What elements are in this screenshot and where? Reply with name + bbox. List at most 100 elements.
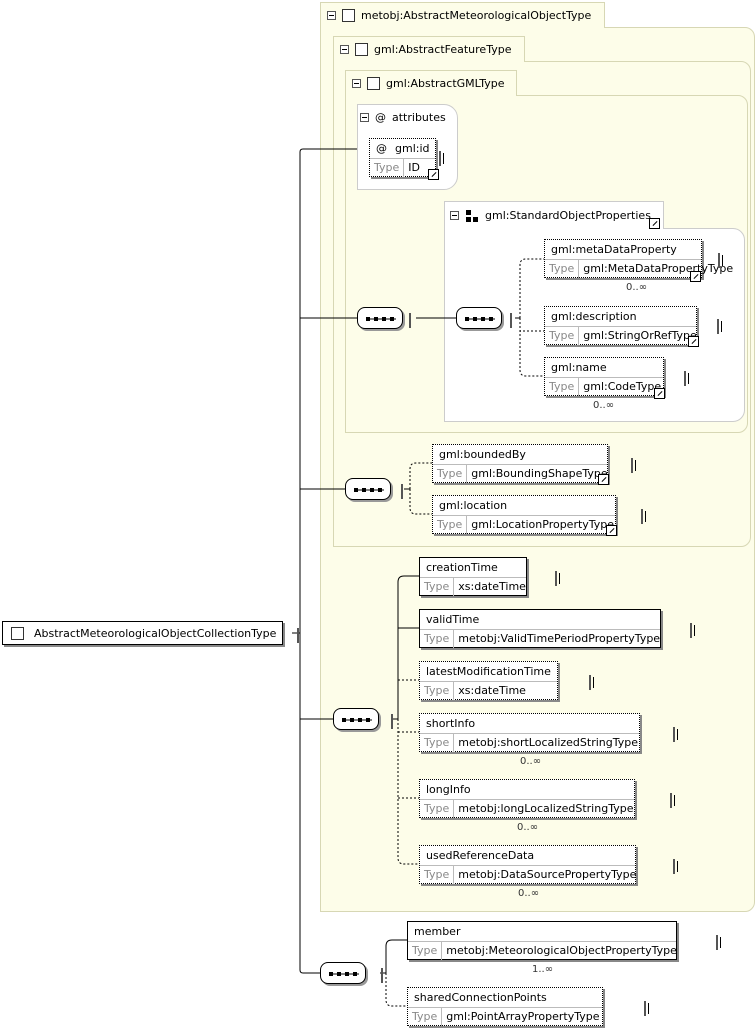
- gml-type-label: gml:AbstractGMLType: [386, 77, 505, 90]
- type-link-icon[interactable]: [606, 525, 617, 536]
- tab-feature-type[interactable]: gml:AbstractFeatureType: [333, 36, 525, 62]
- collapse-std-props-icon[interactable]: [450, 211, 459, 220]
- type-value: gml:LocationPropertyType: [471, 518, 615, 531]
- expand-icon[interactable]: [631, 458, 633, 473]
- element-name: shortInfo: [426, 717, 476, 730]
- type-key: Type: [420, 734, 455, 752]
- element-name: sharedConnectionPoints: [414, 991, 547, 1004]
- type-key: Type: [420, 866, 455, 884]
- type-value: xs:dateTime: [458, 684, 526, 697]
- feature-type-label: gml:AbstractFeatureType: [374, 43, 512, 56]
- at-icon: @: [375, 111, 386, 124]
- attributes-header[interactable]: @ attributes: [360, 111, 446, 124]
- type-link-icon[interactable]: [649, 218, 660, 229]
- element-name: gml:boundedBy: [439, 448, 526, 461]
- cardinality: 1..∞: [532, 964, 554, 975]
- type-link-icon[interactable]: [654, 388, 665, 399]
- element-name: gml:description: [551, 310, 637, 323]
- expand-icon[interactable]: [673, 727, 675, 742]
- root-element[interactable]: AbstractMeteorologicalObjectCollectionTy…: [2, 621, 283, 645]
- type-value: metobj:shortLocalizedStringType: [458, 736, 638, 749]
- attributes-label: attributes: [392, 111, 446, 124]
- type-link-icon[interactable]: [428, 169, 439, 180]
- std-props-tab[interactable]: gml:StandardObjectProperties: [444, 201, 664, 229]
- expand-icon[interactable]: [716, 935, 718, 950]
- expand-icon[interactable]: [644, 1001, 646, 1016]
- sequence-compositor[interactable]: [320, 962, 366, 984]
- type-key: Type: [420, 682, 455, 700]
- collapse-sequence-icon[interactable]: [381, 968, 383, 983]
- tab-gml-type[interactable]: gml:AbstractGMLType: [345, 70, 517, 96]
- cardinality: 0..∞: [626, 282, 648, 293]
- attribute-name: gml:id: [395, 142, 430, 155]
- complex-type-icon: [11, 626, 24, 640]
- complex-type-icon: [342, 9, 355, 22]
- expand-icon[interactable]: [589, 675, 591, 690]
- expand-icon[interactable]: [670, 793, 672, 808]
- sequence-compositor[interactable]: [456, 307, 502, 329]
- complex-type-icon: [367, 77, 380, 90]
- element-name: longInfo: [426, 783, 471, 796]
- type-link-icon[interactable]: [690, 271, 701, 282]
- collapse-sequence-icon[interactable]: [510, 313, 512, 328]
- cardinality: 0..∞: [518, 888, 540, 899]
- sequence-compositor[interactable]: [345, 478, 391, 500]
- expand-icon[interactable]: [555, 571, 557, 586]
- complex-type-icon: [355, 43, 368, 56]
- collapse-feature-icon[interactable]: [340, 45, 349, 54]
- expand-icon[interactable]: [717, 319, 719, 334]
- type-link-icon[interactable]: [688, 336, 699, 347]
- type-key: Type: [408, 1008, 443, 1026]
- std-props-label: gml:StandardObjectProperties: [485, 209, 651, 222]
- expand-icon[interactable]: [673, 859, 675, 874]
- expand-icon[interactable]: [690, 623, 692, 638]
- cardinality: 0..∞: [520, 756, 542, 767]
- collapse-root-icon[interactable]: [297, 628, 299, 643]
- type-value: gml:MetaDataPropertyType: [583, 262, 734, 275]
- collapse-attributes-icon[interactable]: [360, 113, 369, 122]
- expand-icon[interactable]: [684, 371, 686, 386]
- type-key: Type: [420, 800, 455, 818]
- expand-icon[interactable]: [439, 151, 441, 166]
- collapse-gml-icon[interactable]: [352, 79, 361, 88]
- type-link-icon[interactable]: [598, 474, 609, 485]
- at-icon: @: [376, 142, 387, 155]
- type-value: gml:BoundingShapeType: [471, 467, 608, 480]
- type-value: xs:dateTime: [458, 580, 526, 593]
- type-value: gml:CodeType: [583, 380, 662, 393]
- cardinality: 0..∞: [593, 400, 615, 411]
- type-key: Type: [433, 465, 468, 483]
- type-key: Type: [545, 327, 580, 345]
- root-label: AbstractMeteorologicalObjectCollectionTy…: [34, 626, 277, 640]
- sequence-compositor[interactable]: [357, 307, 403, 329]
- expand-icon[interactable]: [718, 253, 720, 268]
- element-name: creationTime: [426, 561, 498, 574]
- collapse-sequence-icon[interactable]: [409, 313, 411, 328]
- type-value: gml:StringOrRefType: [583, 329, 697, 342]
- group-icon: [466, 209, 478, 222]
- element-name: gml:metaDataProperty: [551, 243, 677, 256]
- type-key: Type: [408, 942, 443, 960]
- collapse-met-object-icon[interactable]: [327, 11, 336, 20]
- sequence-compositor[interactable]: [333, 708, 379, 730]
- type-value: metobj:ValidTimePeriodPropertyType: [458, 632, 661, 645]
- tab-met-object-type[interactable]: metobj:AbstractMeteorologicalObjectType: [320, 2, 605, 28]
- expand-icon[interactable]: [641, 509, 643, 524]
- element-name: validTime: [426, 613, 480, 626]
- collapse-sequence-icon[interactable]: [401, 484, 403, 499]
- collapse-sequence-icon[interactable]: [391, 714, 393, 729]
